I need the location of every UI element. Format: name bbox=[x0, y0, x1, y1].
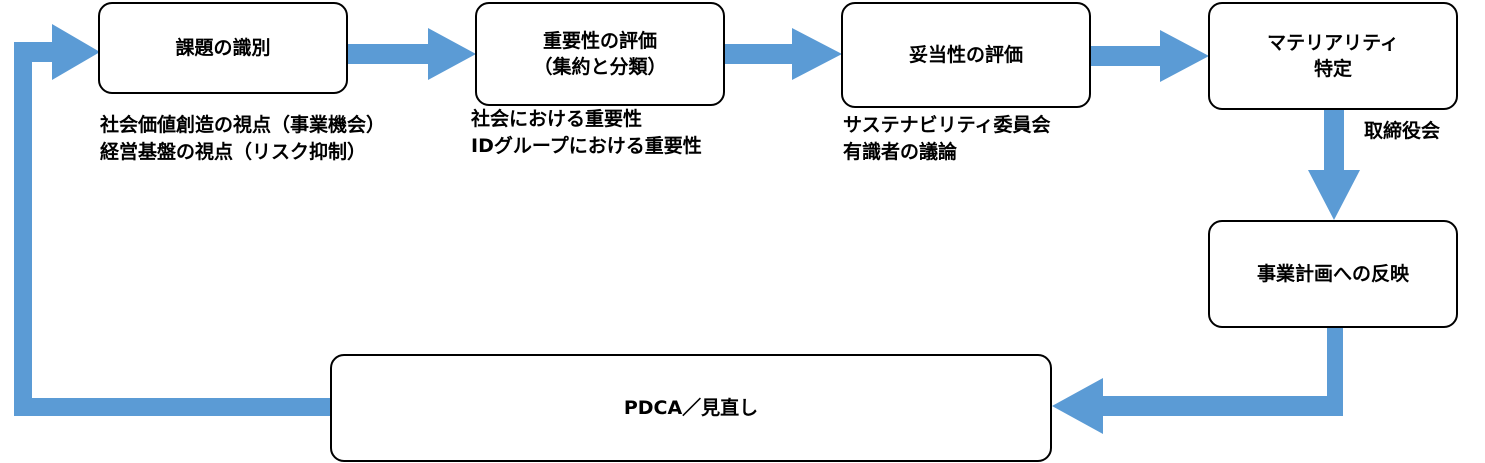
box-importance-line-2: （集約と分類） bbox=[533, 56, 667, 78]
box-identify-issues: 課題の識別 bbox=[98, 2, 348, 94]
box-validity-evaluation: 妥当性の評価 bbox=[841, 2, 1091, 108]
note-importance: 社会における重要性 IDグループにおける重要性 bbox=[471, 106, 702, 160]
box-importance-evaluation: 重要性の評価 （集約と分類） bbox=[475, 2, 725, 106]
note-identify: 社会価値創造の視点（事業機会） 経営基盤の視点（リスク抑制） bbox=[100, 112, 385, 166]
box-identify-line: 課題の識別 bbox=[175, 37, 271, 59]
box-materiality-line-2: 特定 bbox=[1313, 58, 1352, 80]
box-importance-line-1: 重要性の評価 bbox=[542, 30, 657, 52]
box-pdca-review: PDCA／見直し bbox=[330, 354, 1052, 462]
note-importance-line-2: IDグループにおける重要性 bbox=[471, 135, 702, 157]
note-validity-line-2: 有識者の議論 bbox=[843, 141, 958, 163]
arrow-identify-to-importance bbox=[348, 28, 476, 80]
arrow-materiality-to-business-plan bbox=[1308, 110, 1360, 220]
arrow-validity-to-materiality bbox=[1090, 30, 1209, 82]
box-business-plan: 事業計画への反映 bbox=[1208, 220, 1458, 328]
arrow-importance-to-validity bbox=[724, 28, 842, 80]
note-importance-line-1: 社会における重要性 bbox=[471, 108, 643, 130]
note-identify-line-2: 経営基盤の視点（リスク抑制） bbox=[100, 141, 367, 163]
box-business-plan-line: 事業計画への反映 bbox=[1256, 263, 1409, 285]
note-identify-line-1: 社会価値創造の視点（事業機会） bbox=[100, 114, 386, 136]
box-materiality-line-1: マテリアリティ bbox=[1267, 32, 1399, 54]
box-materiality-identification: マテリアリティ 特定 bbox=[1208, 2, 1458, 110]
box-validity-line: 妥当性の評価 bbox=[908, 44, 1023, 66]
note-validity: サステナビリティ委員会 有識者の議論 bbox=[843, 112, 1050, 166]
arrow-business-plan-to-pdca bbox=[1052, 328, 1343, 434]
note-materiality-line-1: 取締役会 bbox=[1364, 120, 1441, 142]
note-validity-line-1: サステナビリティ委員会 bbox=[843, 114, 1051, 136]
note-materiality: 取締役会 bbox=[1364, 118, 1440, 145]
box-pdca-line: PDCA／見直し bbox=[623, 397, 759, 419]
